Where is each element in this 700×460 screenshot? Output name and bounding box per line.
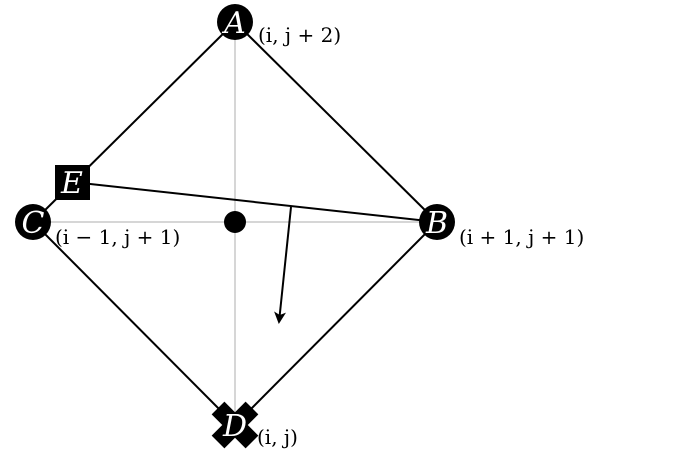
arrow-icon [274,206,292,324]
node-d-coord: (i, j) [257,425,298,449]
node-c-coord: (i − 1, j + 1) [55,225,180,249]
node-b: B (i + 1, j + 1) [419,204,584,249]
node-c-marker [15,204,51,240]
node-b-coord: (i + 1, j + 1) [459,225,584,249]
cross-marker-icon [211,401,259,449]
edge-c-d [32,221,236,426]
edge-b-d [234,221,438,426]
node-b-marker [419,204,455,240]
node-a-marker [217,4,253,40]
node-c-letter: C [22,206,45,241]
node-a: A (i, j + 2) [217,4,341,47]
node-b-letter: B [425,206,448,241]
node-a-letter: A [221,6,246,41]
node-d-letter: D [222,409,247,444]
node-a-coord: (i, j + 2) [258,23,341,47]
node-e-marker [55,165,90,200]
node-c: C (i − 1, j + 1) [15,204,180,249]
edge-a-b [234,21,438,223]
node-e-letter: E [60,166,83,201]
node-d: D (i, j) [211,401,298,449]
node-e: E [55,165,90,201]
edge-e-b [71,181,438,223]
filled-dot-icon [224,211,246,233]
